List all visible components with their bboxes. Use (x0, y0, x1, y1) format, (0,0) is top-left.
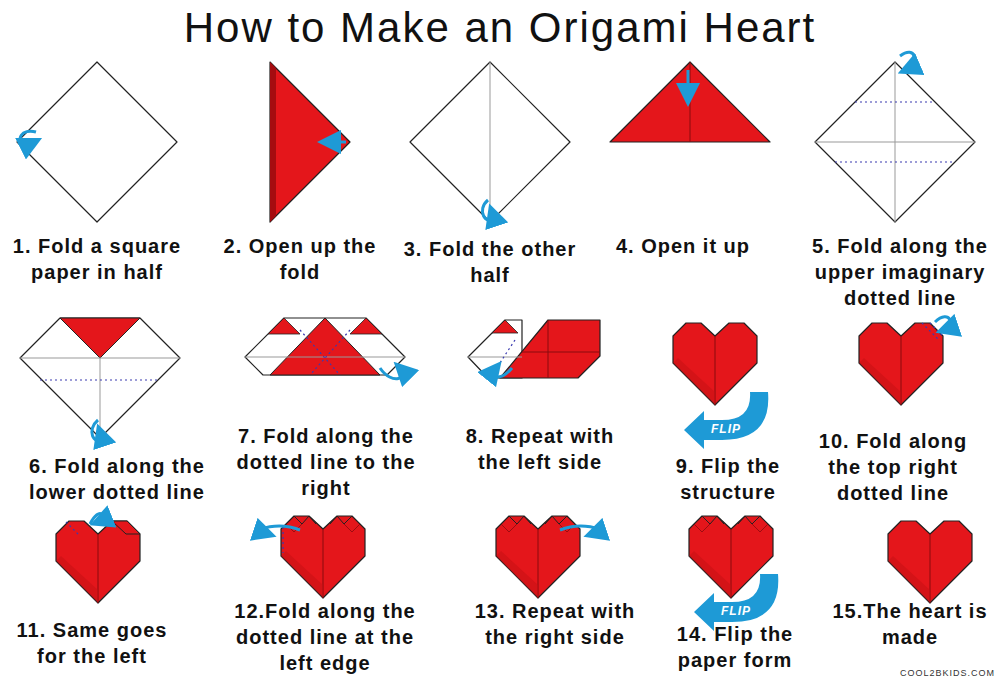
flip-label: FLIP (714, 604, 758, 618)
step-caption: 15.The heart is made (828, 598, 993, 650)
step-caption: 7. Fold along the dotted line to the rig… (236, 423, 416, 501)
step-caption: 6. Fold along the lower dotted line (7, 453, 227, 505)
step-caption: 1. Fold a square paper in half (0, 233, 197, 285)
step-caption: 12.Fold along the dotted line at the lef… (223, 598, 428, 676)
step-caption: 14. Flip the paper form (655, 621, 815, 673)
step-caption: 9. Flip the structure (656, 453, 801, 505)
step-caption: 13. Repeat with the right side (473, 598, 638, 650)
watermark: COOL2BKIDS.COM (885, 668, 995, 678)
step-caption: 10. Fold along the top right dotted line (804, 428, 982, 506)
step-caption: 8. Repeat with the left side (450, 423, 630, 475)
diagram-title: How to Make an Origami Heart (100, 4, 900, 52)
step-caption: 4. Open it up (588, 233, 778, 259)
step-caption: 2. Open up the fold (213, 233, 388, 285)
step-caption: 11. Same goes for the left (2, 617, 182, 669)
step-caption: 5. Fold along the upper imaginary dotted… (802, 233, 998, 311)
step-caption: 3. Fold the other half (390, 236, 590, 288)
flip-label: FLIP (704, 422, 748, 436)
